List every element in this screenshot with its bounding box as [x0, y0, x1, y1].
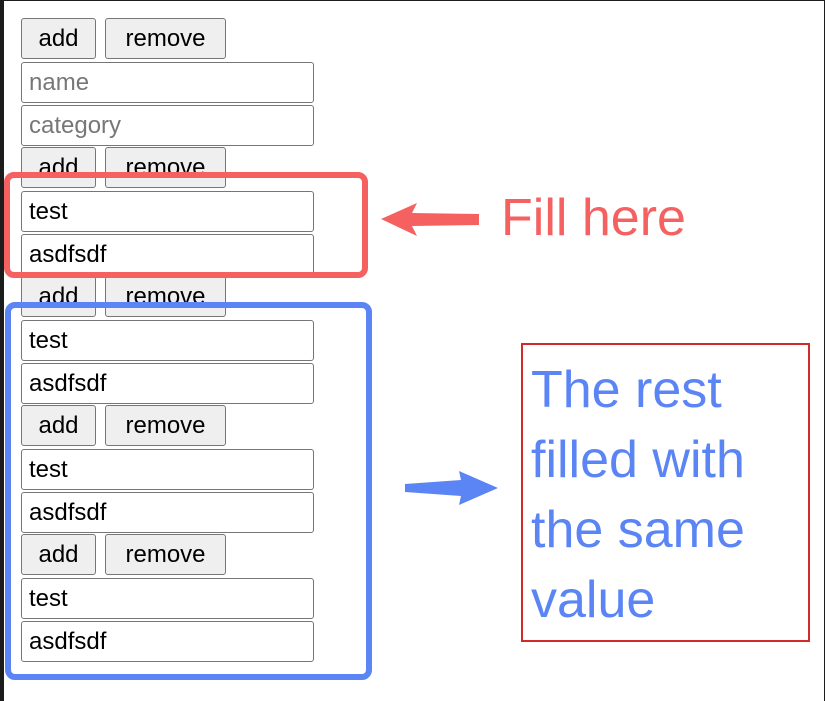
name-input[interactable]: [21, 320, 314, 361]
blue-arrow-icon: [405, 471, 498, 505]
category-input[interactable]: [21, 234, 314, 275]
name-input[interactable]: [21, 578, 314, 619]
name-input[interactable]: [21, 191, 314, 232]
remove-button[interactable]: remove: [105, 18, 226, 59]
fill-here-label: Fill here: [501, 189, 686, 247]
name-input[interactable]: [21, 62, 314, 103]
fill-here-highlight-box: [4, 172, 368, 278]
window-top-edge: [0, 0, 825, 1]
add-button[interactable]: add: [21, 534, 96, 575]
category-input[interactable]: [21, 363, 314, 404]
add-button[interactable]: add: [21, 405, 96, 446]
name-input[interactable]: [21, 449, 314, 490]
window-left-edge: [0, 0, 4, 701]
add-button[interactable]: add: [21, 18, 96, 59]
remove-button[interactable]: remove: [105, 534, 226, 575]
note-text: The rest filled with the same value: [531, 361, 745, 629]
category-input[interactable]: [21, 621, 314, 662]
category-input[interactable]: [21, 105, 314, 146]
rest-filled-highlight-box: [5, 302, 372, 680]
note-box: The rest filled with the same value: [521, 343, 810, 642]
red-arrow-icon: [381, 203, 479, 236]
remove-button[interactable]: remove: [105, 405, 226, 446]
category-input[interactable]: [21, 492, 314, 533]
